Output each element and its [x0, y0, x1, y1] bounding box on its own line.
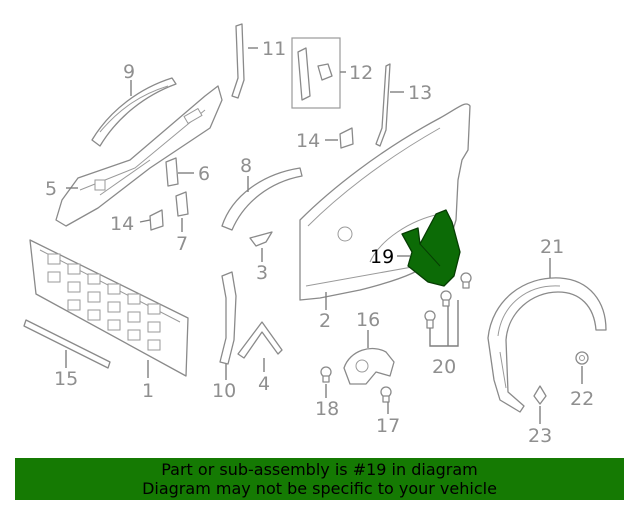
callout-17: 17 — [376, 415, 400, 437]
part-3-clip — [249, 231, 273, 247]
part-6-bracket — [165, 157, 179, 187]
callout-16: 16 — [356, 309, 380, 331]
leader-lines — [65, 47, 583, 424]
callout-5: 5 — [45, 178, 57, 200]
tailgate-grid — [47, 253, 161, 351]
fastener-20c — [460, 272, 472, 289]
part-14-pad-left — [149, 209, 164, 231]
part-19-splash-shield — [401, 209, 461, 287]
callout-14-right: 14 — [296, 130, 320, 152]
banner-line-2: Diagram may not be specific to your vehi… — [142, 479, 497, 498]
callout-21: 21 — [540, 236, 564, 258]
part-5-inner-panel — [55, 85, 223, 227]
callout-6: 6 — [198, 163, 210, 185]
part-12-assembly — [291, 37, 341, 109]
callout-15: 15 — [54, 368, 78, 390]
callout-10: 10 — [212, 380, 236, 402]
callout-19: 19 — [370, 246, 394, 268]
callout-13: 13 — [408, 82, 432, 104]
callout-18: 18 — [315, 398, 339, 420]
fastener-20a — [424, 310, 436, 329]
clip-23 — [533, 385, 547, 405]
callout-11: 11 — [262, 38, 286, 60]
callout-20: 20 — [432, 356, 456, 378]
part-21-wheelhouse-liner — [487, 277, 607, 413]
callout-14-left: 14 — [110, 213, 134, 235]
part-1-tailgate — [29, 239, 189, 377]
callout-1: 1 — [142, 380, 154, 402]
callout-7: 7 — [176, 233, 188, 255]
part-10-pillar — [219, 271, 237, 365]
callout-2: 2 — [319, 310, 331, 332]
callout-22: 22 — [570, 388, 594, 410]
fastener-18 — [320, 366, 332, 383]
parts-diagram: 9 5 6 7 14 11 12 13 14 8 3 2 19 21 1 15 … — [23, 23, 607, 447]
fastener-20b — [440, 290, 452, 307]
fastener-17 — [380, 386, 392, 403]
part-8-arch — [221, 167, 303, 231]
fastener-22 — [575, 351, 589, 365]
callout-23: 23 — [528, 425, 552, 447]
part-9-upper-rail — [91, 77, 177, 147]
info-banner: Part or sub-assembly is #19 in diagram D… — [15, 458, 624, 500]
banner-line-1: Part or sub-assembly is #19 in diagram — [161, 460, 478, 479]
callout-4: 4 — [258, 373, 270, 395]
callout-12: 12 — [349, 62, 373, 84]
part-16-housing — [343, 347, 395, 385]
part-7-bracket — [175, 191, 189, 217]
part-15-strip — [23, 319, 111, 369]
part-14-pad-right — [339, 127, 354, 149]
callout-3: 3 — [256, 262, 268, 284]
part-11-strip — [231, 23, 245, 99]
part-13-strip — [375, 63, 391, 147]
callout-8: 8 — [240, 155, 252, 177]
part-4-seal — [237, 321, 283, 359]
callout-9: 9 — [123, 61, 135, 83]
